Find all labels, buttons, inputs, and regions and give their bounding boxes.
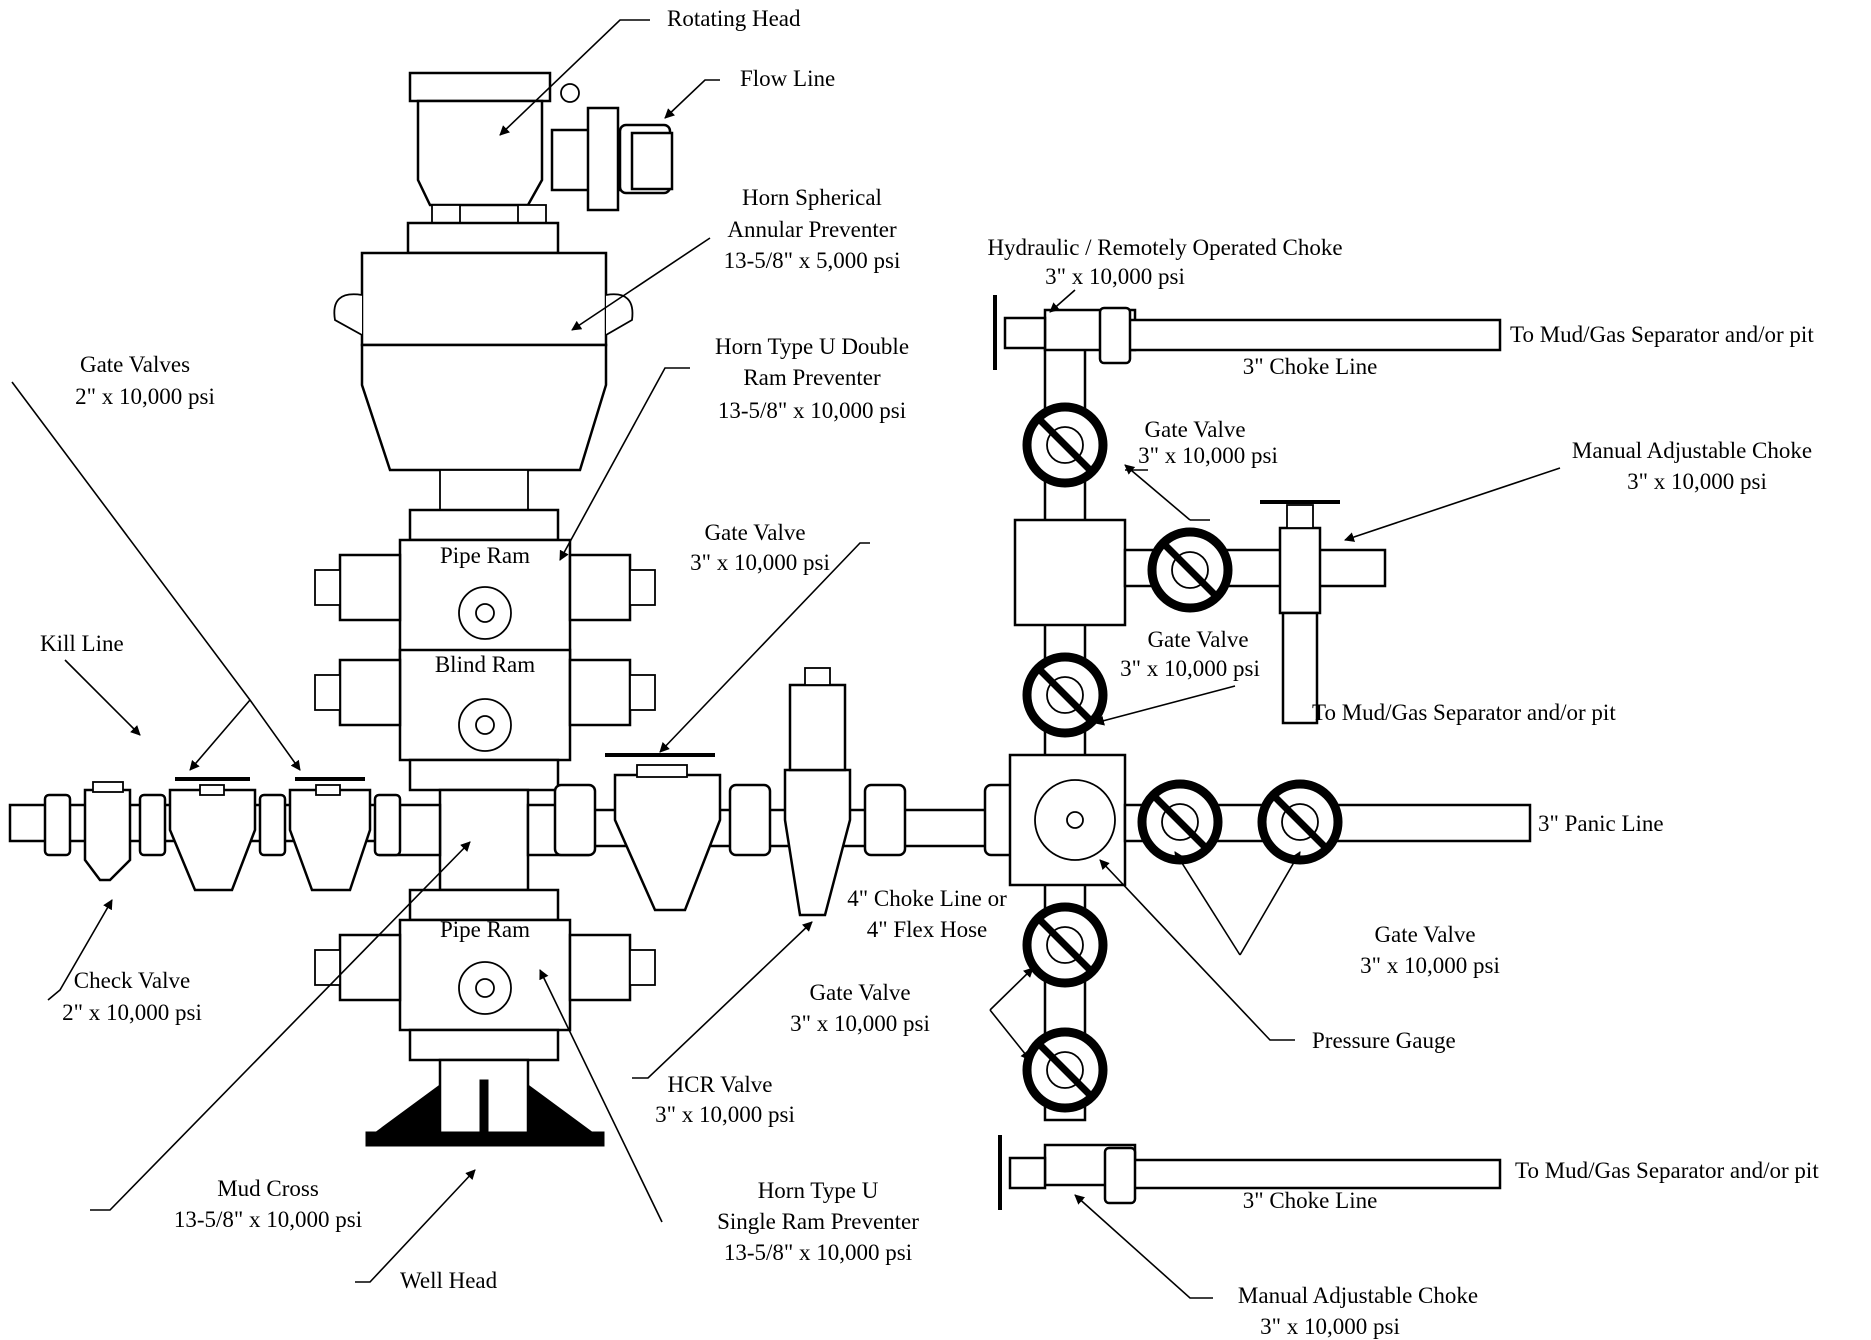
label-well-head: Well Head: [400, 1268, 498, 1293]
label-check-valve-1: Check Valve: [74, 968, 190, 993]
label-mud-cross-2: 13-5/8" x 10,000 psi: [174, 1207, 362, 1232]
label-pipe-ram-bottom: Pipe Ram: [440, 917, 530, 942]
label-choke-line-top: 3" Choke Line: [1243, 354, 1378, 379]
double-ram-preventer: [314, 508, 656, 792]
annular-preventer: [333, 221, 634, 511]
label-flex-1: 4" Choke Line or: [847, 886, 1007, 911]
label-panic-line: 3" Panic Line: [1538, 811, 1664, 836]
label-man-choke-bottom-2: 3" x 10,000 psi: [1260, 1314, 1400, 1339]
flow-line-pipe: [630, 131, 674, 191]
label-to-mud-bottom: To Mud/Gas Separator and/or pit: [1515, 1158, 1819, 1183]
label-hyd-choke-1: Hydraulic / Remotely Operated Choke: [987, 235, 1342, 260]
label-gv-mid-1: Gate Valve: [1147, 627, 1248, 652]
label-gate-valves-1: Gate Valves: [80, 352, 190, 377]
label-annular-2: Annular Preventer: [727, 217, 897, 242]
label-hyd-choke-2: 3" x 10,000 psi: [1045, 264, 1185, 289]
label-flex-2: 4" Flex Hose: [867, 917, 988, 942]
label-double-ram-3: 13-5/8" x 10,000 psi: [718, 398, 906, 423]
choke-manifold: [993, 295, 1532, 1210]
label-check-valve-2: 2" x 10,000 psi: [62, 1000, 202, 1025]
label-gate-valve-hcr-2: 3" x 10,000 psi: [690, 550, 830, 575]
label-gv-upper-1: Gate Valve: [1144, 417, 1245, 442]
leader-lines: [11, 19, 1561, 1299]
label-pipe-ram-top: Pipe Ram: [440, 543, 530, 568]
label-hcr-1: HCR Valve: [668, 1072, 773, 1097]
label-hcr-2: 3" x 10,000 psi: [655, 1102, 795, 1127]
label-gv-panic-2: 3" x 10,000 psi: [1360, 953, 1500, 978]
well-head: [365, 1058, 605, 1147]
label-man-choke-top-2: 3" x 10,000 psi: [1627, 469, 1767, 494]
check-valve-body: [83, 788, 132, 882]
hcr-valve-body: [783, 768, 852, 917]
label-gv-lower-2: 3" x 10,000 psi: [790, 1011, 930, 1036]
label-blind-ram: Blind Ram: [435, 652, 535, 677]
label-gv-mid-2: 3" x 10,000 psi: [1120, 656, 1260, 681]
label-single-ram-3: 13-5/8" x 10,000 psi: [724, 1240, 912, 1265]
single-ram-preventer: [314, 888, 656, 1062]
label-mud-cross-1: Mud Cross: [217, 1176, 319, 1201]
labels: Rotating Head Flow Line Horn Spherical A…: [40, 6, 1819, 1339]
label-single-ram-1: Horn Type U: [758, 1178, 879, 1203]
label-choke-line-bottom: 3" Choke Line: [1243, 1188, 1378, 1213]
hcr-gate-valve-body: [613, 773, 722, 912]
label-rotating-head: Rotating Head: [667, 6, 801, 31]
label-to-mud-top: To Mud/Gas Separator and/or pit: [1510, 322, 1814, 347]
label-to-mud-mid: To Mud/Gas Separator and/or pit: [1312, 700, 1616, 725]
label-gv-upper-2: 3" x 10,000 psi: [1138, 443, 1278, 468]
label-gate-valves-2: 2" x 10,000 psi: [75, 384, 215, 409]
label-double-ram-2: Ram Preventer: [743, 365, 881, 390]
kill-line: [8, 777, 402, 892]
kill-gate-valve-2: [288, 788, 372, 892]
label-gate-valve-hcr-1: Gate Valve: [704, 520, 805, 545]
label-flow-line: Flow Line: [740, 66, 835, 91]
label-single-ram-2: Single Ram Preventer: [717, 1209, 919, 1234]
label-kill-line: Kill Line: [40, 631, 124, 656]
label-gv-panic-1: Gate Valve: [1374, 922, 1475, 947]
label-annular-1: Horn Spherical: [742, 185, 882, 210]
label-annular-3: 13-5/8" x 5,000 psi: [724, 248, 901, 273]
rotating-head: [408, 71, 672, 224]
kill-gate-valve-1: [168, 788, 257, 892]
label-man-choke-bottom-1: Manual Adjustable Choke: [1238, 1283, 1478, 1308]
label-man-choke-top-1: Manual Adjustable Choke: [1572, 438, 1812, 463]
label-gv-lower-1: Gate Valve: [809, 980, 910, 1005]
label-double-ram-1: Horn Type U Double: [715, 334, 909, 359]
label-pressure-gauge: Pressure Gauge: [1312, 1028, 1456, 1053]
